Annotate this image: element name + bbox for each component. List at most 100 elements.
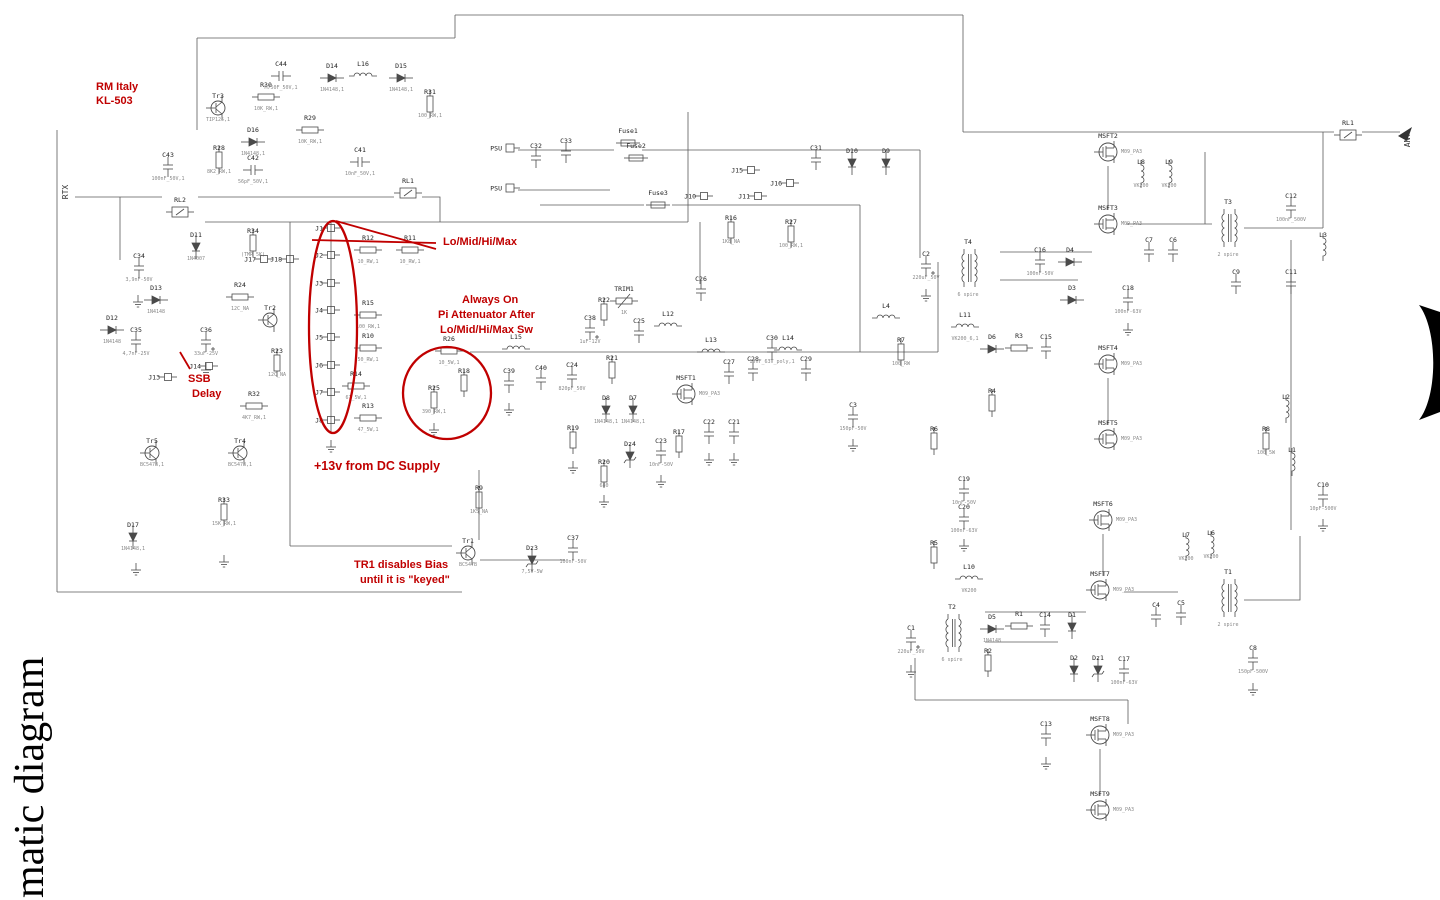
ref-c3: C3 — [849, 401, 857, 409]
ref-l1: L1 — [1288, 446, 1296, 454]
component-r9-symbol — [475, 486, 483, 514]
annotation-text: Always On — [462, 294, 519, 306]
component-r33-symbol — [220, 498, 228, 526]
component-c17-symbol — [1119, 661, 1129, 681]
component-msft3-symbol — [1094, 213, 1118, 235]
ref-dz3: Dz3 — [526, 544, 538, 552]
component-j13-symbol — [159, 373, 177, 381]
value-msft8: M09_PA3 — [1113, 732, 1134, 738]
ref-fuse1: Fuse1 — [618, 127, 638, 135]
component-r25-symbol — [430, 386, 438, 414]
component-r2-symbol — [984, 649, 992, 677]
value-r28: 8K2_RW,1 — [207, 169, 231, 175]
ref-rl1: RL1 — [1342, 119, 1354, 127]
component-d4-symbol — [1058, 257, 1082, 267]
component-c36-symbol — [201, 332, 215, 352]
value-msft6: M09_PA3 — [1116, 517, 1137, 523]
ground-symbol — [959, 539, 969, 552]
ref-d8: D8 — [602, 394, 610, 402]
ref-d9: D9 — [882, 147, 890, 155]
component-l15-symbol — [502, 345, 530, 350]
ref-r19: R19 — [567, 424, 579, 432]
ref-c36: C36 — [200, 326, 212, 334]
ref-c42: C42 — [247, 154, 259, 162]
component-c44-symbol — [271, 71, 291, 81]
component-fuse2-symbol — [624, 154, 648, 162]
component-c8-symbol — [1248, 650, 1258, 670]
component-j18-symbol — [281, 255, 299, 263]
ref-r20: R20 — [598, 458, 610, 466]
ref-r31: R31 — [424, 88, 436, 96]
ref-c14: C14 — [1039, 611, 1051, 619]
value-c18: 100nF-63V — [1114, 309, 1141, 315]
component-j2-symbol — [322, 251, 340, 259]
ground-symbol — [429, 423, 439, 436]
ref-r33: R33 — [218, 496, 230, 504]
value-d15: 1N4148,1 — [389, 87, 413, 93]
component-d9-symbol — [881, 151, 891, 175]
value-c16: 100nF-50V — [1026, 271, 1053, 277]
component-c41-symbol — [350, 157, 370, 167]
ref-t3: T3 — [1224, 198, 1232, 206]
ref-l3: L3 — [1319, 231, 1327, 239]
ref-r24: R24 — [234, 281, 246, 289]
value-d7: 1N4148,1 — [621, 419, 645, 425]
component-c13-symbol — [1041, 726, 1051, 746]
ref-j6: J6 — [315, 362, 323, 370]
ground-symbol — [326, 440, 336, 453]
value-r30: 10K_RW,1 — [254, 106, 278, 112]
annotation-text: until it is "keyed" — [360, 574, 450, 586]
component-j3-symbol — [322, 279, 340, 287]
annotation-text: +13v from DC Supply — [314, 459, 440, 473]
ref-j1: J1 — [315, 225, 323, 233]
value-d13: 1N4148 — [147, 309, 165, 315]
value-trim1: 1K — [621, 310, 627, 316]
annotation-text: KL-503 — [96, 95, 133, 107]
ref-j10: J10 — [684, 193, 696, 201]
ref-c44: C44 — [275, 60, 287, 68]
value-d12: 1N4148 — [103, 339, 121, 345]
ref-l15: L15 — [510, 333, 522, 341]
value-r29: 10K_RW,1 — [298, 139, 322, 145]
component-c34-symbol — [134, 258, 144, 278]
value-l7: VK200 — [1178, 556, 1193, 562]
component-fuse1-symbol — [616, 139, 640, 147]
component-d2-symbol — [1069, 658, 1079, 682]
ref-c34: C34 — [133, 252, 145, 260]
component-r14-symbol — [342, 382, 370, 390]
component-l8-symbol — [1140, 160, 1145, 188]
ref-r16: R16 — [725, 214, 737, 222]
ref-c31: C31 — [810, 144, 822, 152]
component-r23-symbol — [273, 349, 281, 377]
page-turn-arrow-icon[interactable] — [1419, 305, 1440, 420]
value-c42: 56pF_50V,1 — [238, 179, 268, 185]
ground-symbol — [848, 439, 858, 452]
ref-d17: D17 — [127, 521, 139, 529]
value-c37: 100nF-50V — [559, 559, 586, 565]
component-j14-symbol — [200, 362, 218, 370]
ref-c19: C19 — [958, 475, 970, 483]
ref-msft7: MSFT7 — [1090, 570, 1110, 578]
component-d15-symbol — [389, 73, 413, 83]
ref-c32: C32 — [530, 142, 542, 150]
ref-d16: D16 — [247, 126, 259, 134]
ref-l6: L6 — [1207, 529, 1215, 537]
value-r8: 100_5W — [1257, 450, 1276, 456]
ref-r13: R13 — [362, 402, 374, 410]
annotation-text: Delay — [192, 388, 222, 400]
ref-tr1: Tr1 — [462, 537, 474, 545]
value-r12: 10_RW,1 — [357, 259, 378, 265]
component-j4-symbol — [322, 306, 340, 314]
component-c23-symbol — [656, 443, 666, 463]
component-r16-symbol — [727, 216, 735, 244]
ref-c40: C40 — [535, 364, 547, 372]
value-d5: 1N4148 — [983, 638, 1001, 644]
annotation-ellipse — [307, 219, 359, 435]
component-l13-symbol — [697, 348, 725, 353]
ref-msft5: MSFT5 — [1098, 419, 1118, 427]
value-d16: 1N4148,1 — [241, 151, 265, 157]
value-c41: 10nF_50V,1 — [345, 171, 375, 177]
component-j5-symbol — [322, 333, 340, 341]
ref-l2: L2 — [1282, 393, 1290, 401]
value-c17: 100nF-63V — [1110, 680, 1137, 686]
